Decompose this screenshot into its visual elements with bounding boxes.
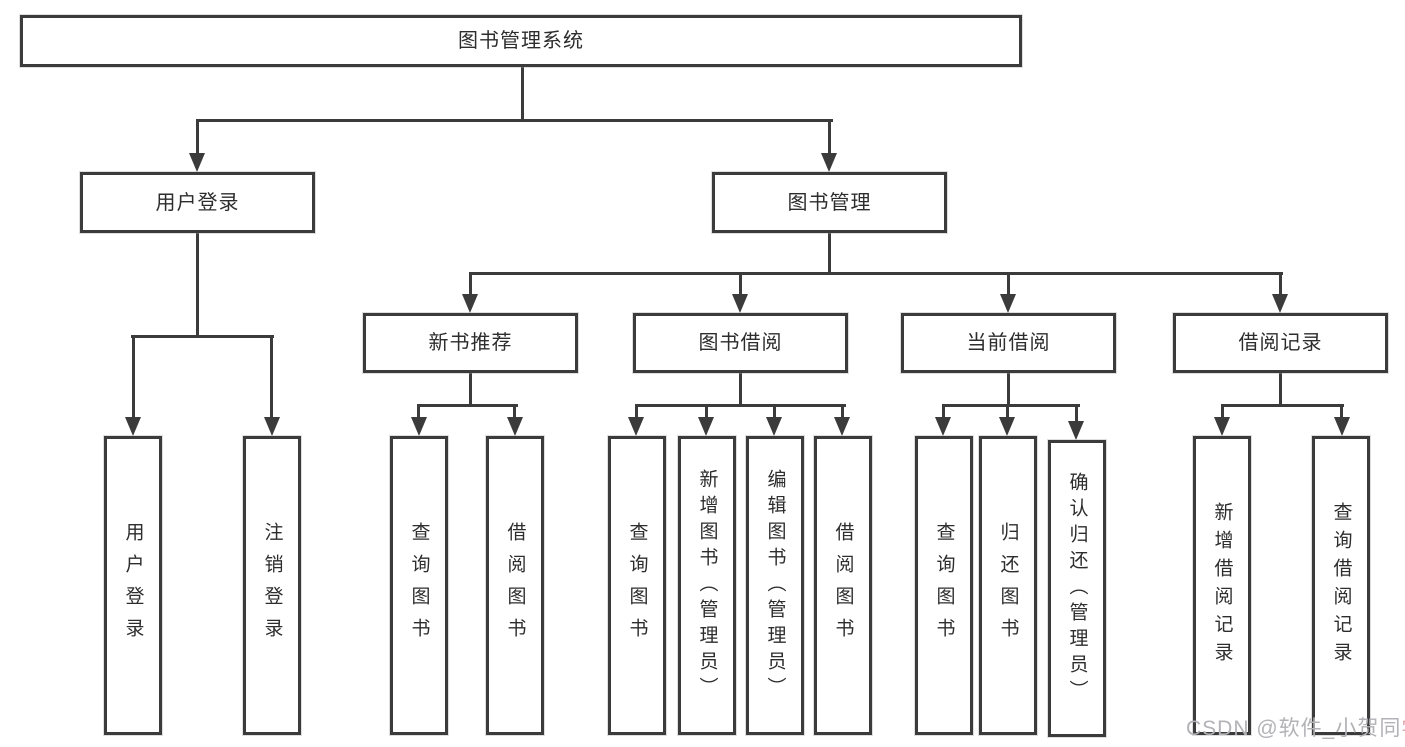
connector-line <box>1340 404 1343 419</box>
connector-line <box>1006 404 1009 419</box>
connector-line <box>196 119 199 157</box>
arrow-down-icon <box>999 417 1015 436</box>
connector-line <box>635 404 638 419</box>
leaf-recommend-query-book-label: 查询图书 <box>408 521 430 650</box>
node-borrow-record-label: 借阅记录 <box>1238 332 1323 354</box>
node-new-book-recommend: 新书推荐 <box>363 313 578 373</box>
leaf-confirm-return-admin: 确认归还（管理员） <box>1048 440 1106 737</box>
leaf-recommend-query-book: 查询图书 <box>390 436 448 735</box>
node-borrow-record: 借阅记录 <box>1173 313 1388 373</box>
connector-line <box>1007 373 1010 407</box>
leaf-user-login-label: 用户登录 <box>122 521 144 650</box>
arrow-down-icon <box>1334 417 1350 436</box>
leaf-borrow-query-book-label: 查询图书 <box>626 521 648 650</box>
node-current-borrow: 当前借阅 <box>901 313 1116 373</box>
connector-line <box>270 335 273 419</box>
connector-line <box>196 233 199 338</box>
connector-line <box>1221 404 1344 407</box>
connector-line <box>196 119 833 122</box>
leaf-add-borrow-record: 新增借阅记录 <box>1193 436 1251 735</box>
node-book-management-label: 图书管理 <box>787 191 872 214</box>
leaf-borrow-book-label: 借阅图书 <box>832 521 854 650</box>
leaf-borrow-query-book: 查询图书 <box>608 436 666 735</box>
connector-line <box>132 335 135 419</box>
arrow-down-icon <box>628 417 644 436</box>
node-new-book-recommend-label: 新书推荐 <box>428 332 513 354</box>
csdn-watermark: CSDN @软件_小贺同学 <box>1186 712 1405 742</box>
connector-line <box>131 335 274 338</box>
connector-line <box>417 404 518 407</box>
node-current-borrow-label: 当前借阅 <box>966 332 1051 354</box>
connector-line <box>469 272 1283 275</box>
connector-line <box>705 404 708 419</box>
leaf-confirm-return-admin-label: 确认归还（管理员） <box>1066 471 1088 706</box>
arrow-down-icon <box>1214 417 1230 436</box>
arrow-down-icon <box>766 417 782 436</box>
node-root-label: 图书管理系统 <box>458 30 584 52</box>
connector-line <box>469 272 472 298</box>
arrow-down-icon <box>834 417 850 436</box>
leaf-recommend-borrow-book: 借阅图书 <box>486 436 544 735</box>
leaf-add-book-admin-label: 新增图书（管理员） <box>696 468 718 703</box>
connector-line <box>513 404 516 419</box>
connector-line <box>469 373 472 407</box>
connector-line <box>739 373 742 407</box>
connector-line <box>635 404 846 407</box>
leaf-logout: 注销登录 <box>243 436 301 735</box>
node-user-login-label: 用户登录 <box>155 191 240 214</box>
leaf-logout-label: 注销登录 <box>261 521 283 650</box>
connector-line <box>841 404 844 419</box>
arrow-down-icon <box>732 294 748 313</box>
leaf-add-book-admin: 新增图书（管理员） <box>678 436 736 735</box>
leaf-return-book: 归还图书 <box>979 436 1037 735</box>
csdn-watermark-accent: 学 <box>1401 717 1405 740</box>
leaf-edit-book-admin-label: 编辑图书（管理员） <box>764 468 786 703</box>
node-book-management: 图书管理 <box>712 172 947 233</box>
leaf-add-borrow-record-label: 新增借阅记录 <box>1211 501 1233 670</box>
arrow-down-icon <box>411 417 427 436</box>
node-book-borrow: 图书借阅 <box>633 313 848 373</box>
leaf-user-login: 用户登录 <box>104 436 162 735</box>
node-user-login: 用户登录 <box>80 172 315 233</box>
leaf-current-query-book-label: 查询图书 <box>933 521 955 650</box>
connector-line <box>1075 404 1078 422</box>
connector-line <box>773 404 776 419</box>
arrow-down-icon <box>189 153 205 172</box>
arrow-down-icon <box>264 417 280 436</box>
node-root: 图书管理系统 <box>20 15 1022 67</box>
connector-line <box>1221 404 1224 419</box>
leaf-borrow-book: 借阅图书 <box>814 436 872 735</box>
leaf-current-query-book: 查询图书 <box>915 436 973 735</box>
connector-line <box>828 119 831 157</box>
arrow-down-icon <box>1000 294 1016 313</box>
arrow-down-icon <box>462 294 478 313</box>
connector-line <box>521 67 524 122</box>
arrow-down-icon <box>125 417 141 436</box>
connector-line <box>828 233 831 275</box>
leaf-recommend-borrow-book-label: 借阅图书 <box>504 521 526 650</box>
leaf-return-book-label: 归还图书 <box>997 521 1019 650</box>
leaf-query-borrow-record: 查询借阅记录 <box>1312 436 1370 735</box>
connector-line <box>417 404 420 419</box>
arrow-down-icon <box>698 417 714 436</box>
connector-line <box>739 272 742 298</box>
connector-line <box>1007 272 1010 298</box>
node-book-borrow-label: 图书借阅 <box>698 332 783 354</box>
arrow-down-icon <box>935 417 951 436</box>
leaf-edit-book-admin: 编辑图书（管理员） <box>746 436 804 735</box>
arrow-down-icon <box>1068 421 1084 440</box>
arrow-down-icon <box>507 417 523 436</box>
arrow-down-icon <box>1272 294 1288 313</box>
arrow-down-icon <box>821 153 837 172</box>
connector-line <box>942 404 945 419</box>
connector-line <box>942 404 1080 407</box>
connector-line <box>1279 373 1282 407</box>
leaf-query-borrow-record-label: 查询借阅记录 <box>1330 501 1352 670</box>
csdn-watermark-text: CSDN @软件_小贺同 <box>1186 717 1402 740</box>
connector-line <box>1279 272 1282 298</box>
